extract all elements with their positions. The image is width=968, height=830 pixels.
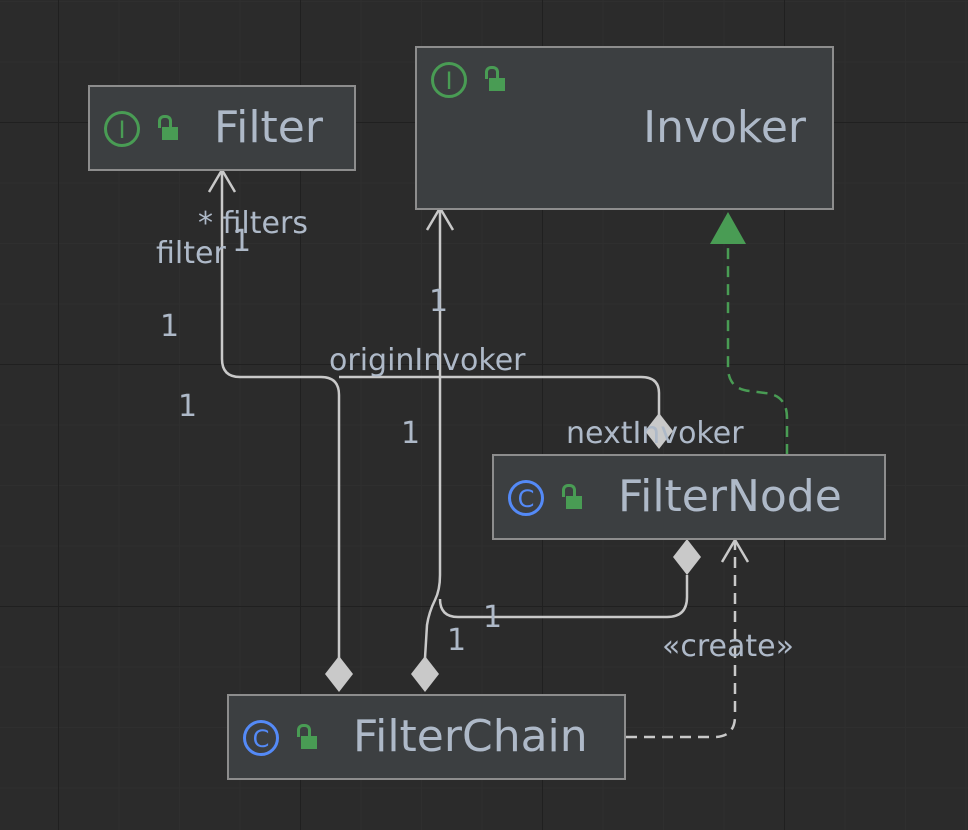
diamond-filterchain-left xyxy=(325,656,353,692)
public-lock-icon xyxy=(485,66,509,92)
multiplicity-label: 1 xyxy=(160,309,180,344)
multiplicity-label: 1 xyxy=(178,389,198,424)
filter-role-label: filter xyxy=(156,236,226,271)
filter-node[interactable]: I Filter xyxy=(88,85,356,171)
filters-role-label: * filters xyxy=(198,206,308,241)
multiplicity-label: 1 xyxy=(483,600,503,635)
edge-filter xyxy=(339,375,661,415)
filterchain-node[interactable]: C FilterChain xyxy=(227,694,626,780)
filter-title: Filter xyxy=(214,102,323,153)
edge-next-invoker xyxy=(438,575,689,619)
diamond-filterchain-right xyxy=(411,656,439,692)
invoker-title: Invoker xyxy=(643,102,806,153)
invoker-node[interactable]: I Invoker xyxy=(415,46,834,210)
create-stereotype-label: «create» xyxy=(662,629,794,664)
edge-realization xyxy=(726,242,789,455)
multiplicity-label: 1 xyxy=(429,284,449,319)
public-lock-icon xyxy=(297,724,321,750)
origin-invoker-label: originInvoker xyxy=(329,343,526,378)
arrowhead-create xyxy=(720,537,750,563)
class-badge-icon: C xyxy=(243,720,279,756)
class-badge-icon: C xyxy=(508,480,544,516)
edge-origin-invoker xyxy=(423,208,442,659)
realization-triangle xyxy=(710,212,746,244)
next-invoker-label: nextInvoker xyxy=(566,416,744,451)
interface-badge-icon: I xyxy=(431,62,467,98)
filterchain-title: FilterChain xyxy=(353,711,588,762)
edge-filters xyxy=(220,170,341,658)
filternode-node[interactable]: C FilterNode xyxy=(492,454,886,540)
multiplicity-label: 1 xyxy=(447,623,467,658)
diamond-filternode-top xyxy=(645,413,673,449)
diamond-filternode-bottom xyxy=(673,539,701,575)
multiplicity-label: 1 xyxy=(401,416,421,451)
filternode-title: FilterNode xyxy=(618,471,842,522)
interface-badge-icon: I xyxy=(104,111,140,147)
filter-multiplicity-label: 1 xyxy=(232,224,252,259)
public-lock-icon xyxy=(158,115,182,141)
public-lock-icon xyxy=(562,484,586,510)
